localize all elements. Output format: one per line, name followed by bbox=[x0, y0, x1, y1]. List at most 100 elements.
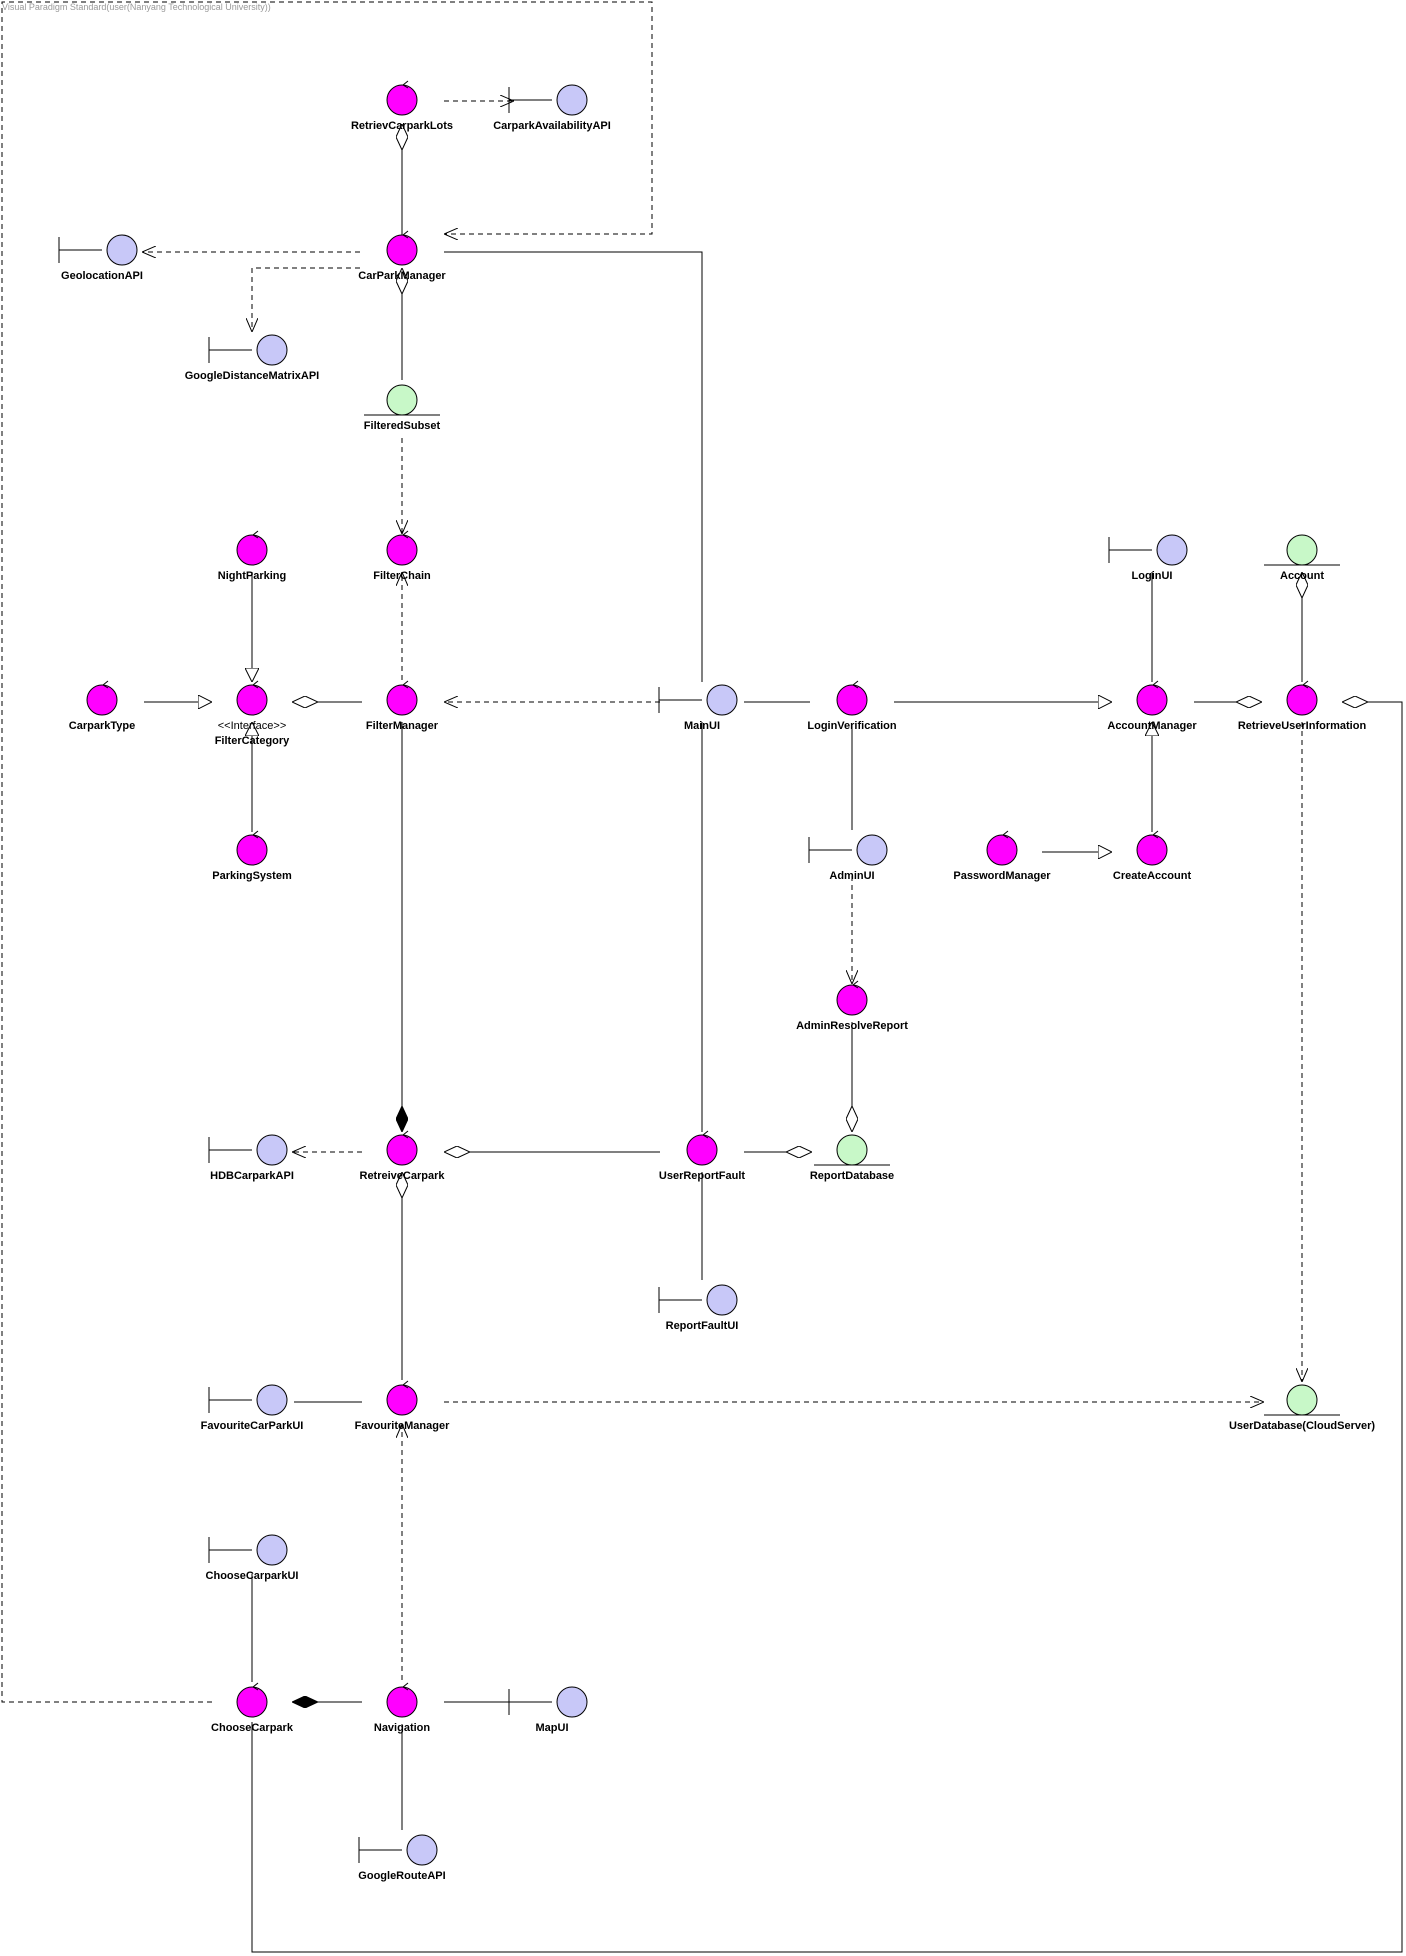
node-label: CarParkManager bbox=[358, 270, 446, 282]
password-manager-node: PasswordManager bbox=[953, 830, 1051, 882]
account-manager-node: AccountManager bbox=[1107, 680, 1197, 732]
boundary-icon bbox=[556, 84, 588, 116]
favourite-manager-node: FavouriteManager bbox=[355, 1380, 450, 1432]
control-arrow-icon bbox=[252, 680, 259, 689]
control-arrow-icon bbox=[402, 230, 409, 239]
retrieve-user-information-node: RetrieveUserInformation bbox=[1238, 680, 1367, 732]
filtered-subset-node: FilteredSubset bbox=[364, 384, 441, 432]
boundary-icon bbox=[256, 1384, 288, 1416]
control-icon bbox=[1136, 834, 1168, 866]
node-label: Navigation bbox=[374, 1722, 431, 1734]
node-label: FavouriteManager bbox=[355, 1420, 450, 1432]
node-label: CarparkType bbox=[69, 720, 135, 732]
control-icon bbox=[386, 534, 418, 566]
node-label: RetrieveUserInformation bbox=[1238, 720, 1367, 732]
node-label: CarparkAvailabilityAPI bbox=[493, 120, 611, 132]
control-arrow-icon bbox=[252, 530, 259, 539]
boundary-icon bbox=[256, 334, 288, 366]
control-arrow-icon bbox=[402, 680, 409, 689]
control-icon bbox=[236, 534, 268, 566]
control-icon bbox=[236, 684, 268, 716]
node-label: FilterChain bbox=[373, 570, 431, 582]
control-icon bbox=[1136, 684, 1168, 716]
main-ui-node: MainUI bbox=[658, 684, 738, 732]
carpark-availability-api-node: CarparkAvailabilityAPI bbox=[493, 84, 611, 132]
control-arrow-icon bbox=[1002, 830, 1009, 839]
filter-category-node: <<Interface>>FilterCategory bbox=[215, 680, 290, 747]
diagram-nodes: RetrievCarparkLots CarparkAvailabilityAPI… bbox=[58, 80, 1375, 1882]
control-arrow-icon bbox=[1152, 680, 1159, 689]
dependency-carparkmanager-distancematrixapi bbox=[252, 267, 360, 332]
control-arrow-icon bbox=[1302, 680, 1309, 689]
node-label: ParkingSystem bbox=[212, 870, 292, 882]
login-ui-node: LoginUI bbox=[1108, 534, 1188, 582]
boundary-icon bbox=[406, 1834, 438, 1866]
control-arrow-icon bbox=[402, 80, 409, 89]
boundary-icon bbox=[1156, 534, 1188, 566]
favourite-carpark-ui-node: FavouriteCarParkUI bbox=[201, 1384, 304, 1432]
association-carparkmanager-mainui bbox=[444, 251, 703, 682]
control-icon bbox=[86, 684, 118, 716]
control-arrow-icon bbox=[702, 1130, 709, 1139]
map-ui-node: MapUI bbox=[508, 1686, 588, 1734]
control-arrow-icon bbox=[402, 1682, 409, 1691]
control-arrow-icon bbox=[402, 1130, 409, 1139]
node-label: LoginVerification bbox=[807, 720, 897, 732]
control-icon bbox=[386, 1384, 418, 1416]
user-report-fault-node: UserReportFault bbox=[659, 1130, 746, 1182]
control-icon bbox=[386, 84, 418, 116]
node-label: RetrievCarparkLots bbox=[351, 120, 453, 132]
report-fault-ui-node: ReportFaultUI bbox=[658, 1284, 739, 1332]
geolocation-api-node: GeolocationAPI bbox=[58, 234, 143, 282]
control-arrow-icon bbox=[402, 1380, 409, 1389]
control-icon bbox=[836, 984, 868, 1016]
watermark: Visual Paradigm Standard(user(Nanyang Te… bbox=[2, 2, 271, 12]
node-label: UserDatabase(CloudServer) bbox=[1229, 1420, 1375, 1432]
control-icon bbox=[386, 684, 418, 716]
filter-manager-node: FilterManager bbox=[366, 680, 439, 732]
control-arrow-icon bbox=[102, 680, 109, 689]
navigation-node: Navigation bbox=[374, 1682, 431, 1734]
control-arrow-icon bbox=[402, 530, 409, 539]
node-label: CreateAccount bbox=[1113, 870, 1192, 882]
node-label: HDBCarparkAPI bbox=[210, 1170, 294, 1182]
filter-chain-node: FilterChain bbox=[373, 530, 431, 582]
boundary-icon bbox=[706, 1284, 738, 1316]
node-label: FavouriteCarParkUI bbox=[201, 1420, 304, 1432]
node-label: ReportFaultUI bbox=[666, 1320, 739, 1332]
choose-carpark-node: ChooseCarpark bbox=[211, 1682, 294, 1734]
control-icon bbox=[836, 684, 868, 716]
node-label: ReportDatabase bbox=[810, 1170, 894, 1182]
control-icon bbox=[686, 1134, 718, 1166]
node-label: MainUI bbox=[684, 720, 720, 732]
node-label: MapUI bbox=[536, 1722, 569, 1734]
dependency-choosecarpark-carparkmanager bbox=[1, 1, 653, 1703]
node-label: ChooseCarpark bbox=[211, 1722, 294, 1734]
control-icon bbox=[386, 1134, 418, 1166]
google-distance-matrix-api-node: GoogleDistanceMatrixAPI bbox=[185, 334, 319, 382]
parking-system-node: ParkingSystem bbox=[212, 830, 292, 882]
node-label: ChooseCarparkUI bbox=[206, 1570, 299, 1582]
node-label: AccountManager bbox=[1107, 720, 1197, 732]
control-icon bbox=[386, 1686, 418, 1718]
admin-ui-node: AdminUI bbox=[808, 834, 888, 882]
entity-icon bbox=[836, 1134, 868, 1166]
control-arrow-icon bbox=[252, 830, 259, 839]
node-label: AdminResolveReport bbox=[796, 1020, 908, 1032]
node-label: FilterCategory bbox=[215, 735, 290, 747]
carpark-manager-node: CarParkManager bbox=[358, 230, 446, 282]
control-icon bbox=[1286, 684, 1318, 716]
control-arrow-icon bbox=[852, 980, 859, 989]
choose-carpark-ui-node: ChooseCarparkUI bbox=[206, 1534, 299, 1582]
boundary-icon bbox=[556, 1686, 588, 1718]
entity-icon bbox=[1286, 1384, 1318, 1416]
control-icon bbox=[386, 234, 418, 266]
node-label: Account bbox=[1280, 570, 1324, 582]
node-label: NightParking bbox=[218, 570, 286, 582]
entity-icon bbox=[386, 384, 418, 416]
node-label: UserReportFault bbox=[659, 1170, 746, 1182]
user-database-node: UserDatabase(CloudServer) bbox=[1229, 1384, 1375, 1432]
control-arrow-icon bbox=[252, 1682, 259, 1691]
node-label: PasswordManager bbox=[953, 870, 1051, 882]
